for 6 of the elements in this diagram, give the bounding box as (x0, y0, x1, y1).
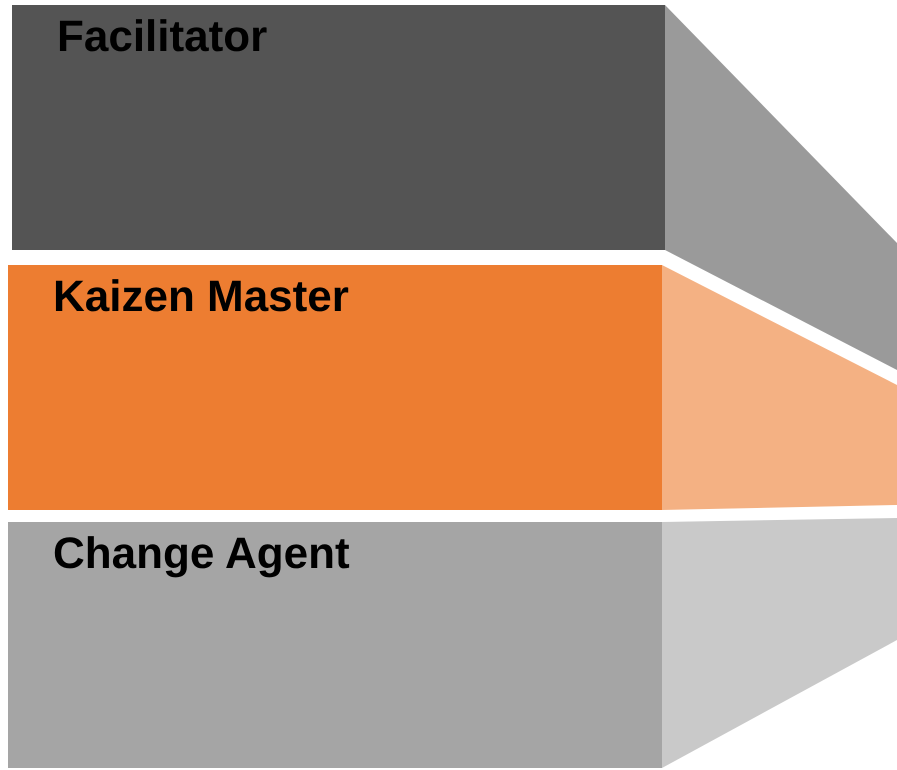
level-band (8, 265, 662, 510)
level-band (8, 522, 662, 768)
level-band (12, 5, 665, 250)
band-title: Kaizen Master (53, 273, 349, 322)
band-title: Facilitator (57, 13, 268, 62)
band-title: Change Agent (53, 530, 350, 578)
